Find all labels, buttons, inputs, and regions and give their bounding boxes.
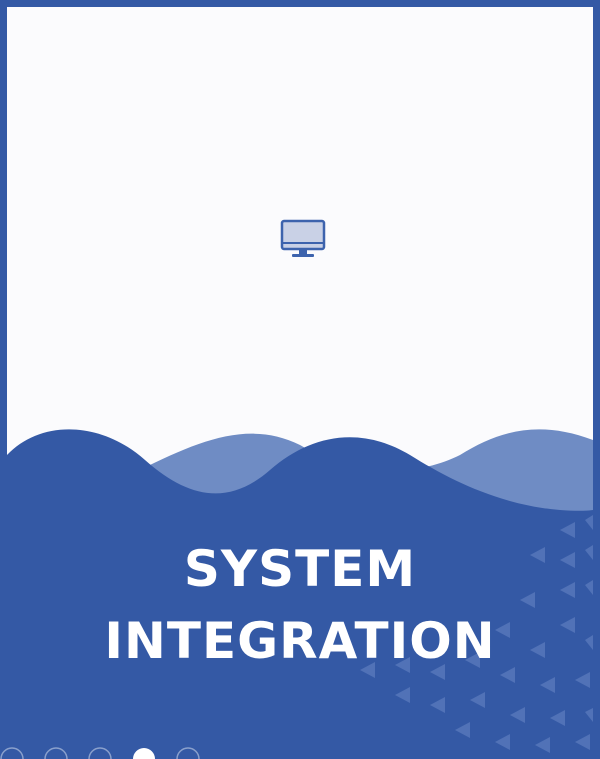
pager-dot[interactable] [88, 747, 112, 759]
pager-dot[interactable] [0, 747, 24, 759]
pager-dot[interactable] [44, 747, 68, 759]
monitor-icon [280, 219, 326, 257]
pager-dot[interactable] [176, 747, 200, 759]
pager-dot[interactable] [133, 748, 155, 759]
title-line-1: SYSTEM [183, 540, 417, 598]
triangle-pattern [360, 515, 593, 753]
slide-title: SYSTEM INTEGRATION [0, 533, 600, 677]
pager-dots [0, 747, 200, 759]
title-line-2: INTEGRATION [104, 612, 496, 670]
wave-dark [7, 429, 593, 759]
